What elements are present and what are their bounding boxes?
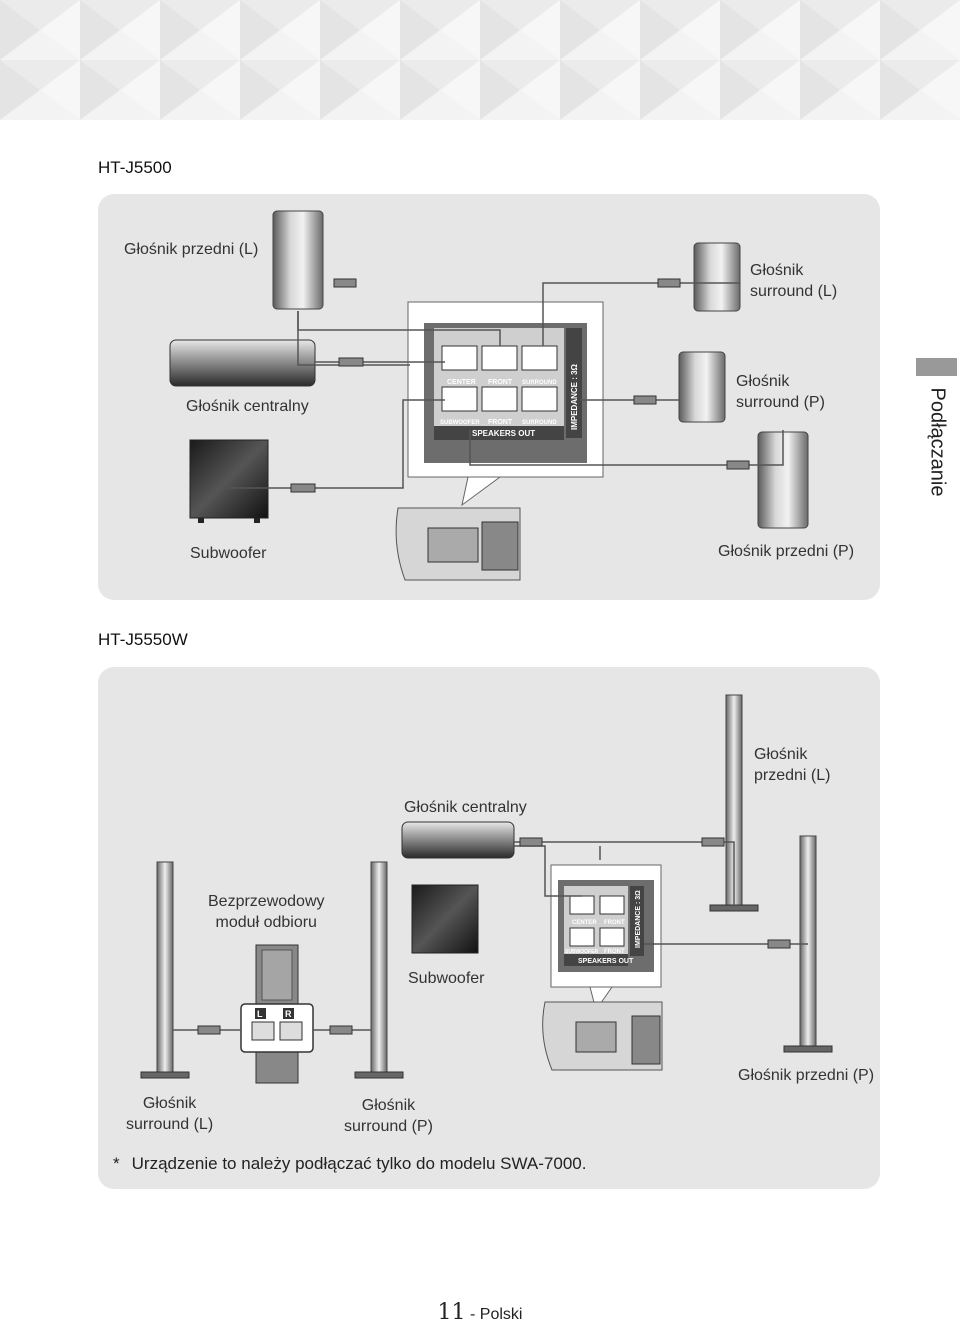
- svg-text:SUBWOOFER: SUBWOOFER: [440, 420, 480, 426]
- surround-right-tall-speaker-2: [354, 861, 404, 1079]
- wireless-receiver-module: L R: [240, 944, 314, 1084]
- surround-left-speaker-1: [693, 242, 741, 312]
- label-surround-left-2: Głośnik surround (L): [126, 1095, 214, 1133]
- label-subwoofer-2: Subwoofer: [408, 970, 485, 987]
- svg-text:FRONT: FRONT: [604, 920, 625, 926]
- label-front-right-2: Głośnik przedni (P): [738, 1067, 875, 1084]
- surround-right-speaker-1: [678, 351, 726, 423]
- svg-text:FRONT: FRONT: [488, 419, 513, 426]
- label-front-left-1: Głośnik przedni (L): [124, 241, 259, 258]
- svg-text:IMPEDANCE : 3Ω: IMPEDANCE : 3Ω: [570, 363, 579, 430]
- svg-text:CENTER: CENTER: [447, 379, 476, 386]
- center-speaker-1: [169, 339, 316, 387]
- label-surround-right-1: Głośnik surround (P): [736, 373, 825, 411]
- label-surround-left-1: Głośnik surround (L): [750, 262, 838, 300]
- label-wireless-module: Bezprzewodowy moduł odbioru: [208, 893, 325, 931]
- main-unit-back-1: [395, 507, 521, 581]
- header-pattern-band: [0, 0, 960, 120]
- section-tab-marker: [916, 358, 957, 376]
- page-footer: 11 - Polski: [0, 1300, 960, 1325]
- subwoofer-1: [189, 439, 269, 523]
- svg-text:CENTER: CENTER: [572, 920, 597, 926]
- subwoofer-2: [411, 884, 479, 954]
- svg-text:SPEAKERS OUT: SPEAKERS OUT: [472, 429, 535, 438]
- page-language: Polski: [479, 1306, 523, 1323]
- label-subwoofer-1: Subwoofer: [190, 545, 267, 562]
- diagram-panel-2: [98, 667, 880, 1189]
- label-front-left-2: Głośnik przedni (L): [754, 746, 831, 784]
- svg-text:SURROUND: SURROUND: [522, 380, 557, 386]
- page-separator: -: [469, 1306, 476, 1323]
- main-unit-back-2: [542, 1001, 663, 1071]
- svg-text:SURROUND: SURROUND: [522, 420, 557, 426]
- footnote: * Urządzenie to należy podłączać tylko do…: [113, 1154, 586, 1174]
- label-center-2: Głośnik centralny: [404, 799, 527, 816]
- label-surround-right-2: Głośnik surround (P): [344, 1097, 433, 1135]
- speakers-out-terminal-1: CENTER FRONT SURROUND SUBWOOFER FRONT SU…: [407, 301, 604, 478]
- svg-text:L: L: [257, 1009, 263, 1019]
- speakers-out-terminal-2: CENTER FRONT SUBWOOFER FRONT SPEAKERS OU…: [550, 864, 662, 988]
- front-right-tall-speaker-2: [783, 835, 833, 1053]
- page-number: 11: [437, 1300, 466, 1325]
- svg-text:SUBWOOFER: SUBWOOFER: [565, 949, 598, 955]
- header-pattern-graphic: [0, 0, 960, 120]
- svg-text:FRONT: FRONT: [604, 949, 625, 955]
- front-left-speaker-1: [272, 210, 324, 310]
- label-center-1: Głośnik centralny: [186, 398, 309, 415]
- svg-text:IMPEDANCE : 3Ω: IMPEDANCE : 3Ω: [635, 890, 642, 948]
- center-speaker-2: [401, 821, 515, 859]
- model-title-ht-j5500: HT-J5500: [98, 158, 172, 177]
- model-title-ht-j5550w: HT-J5550W: [98, 630, 188, 649]
- footnote-marker: *: [113, 1154, 120, 1173]
- surround-left-tall-speaker-2: [140, 861, 190, 1079]
- svg-text:FRONT: FRONT: [488, 379, 513, 386]
- footnote-text: Urządzenie to należy podłączać tylko do …: [131, 1154, 587, 1173]
- front-left-tall-speaker-2: [709, 694, 759, 912]
- label-front-right-1: Głośnik przedni (P): [718, 543, 855, 560]
- svg-text:R: R: [285, 1009, 292, 1019]
- svg-text:SPEAKERS OUT: SPEAKERS OUT: [578, 958, 634, 965]
